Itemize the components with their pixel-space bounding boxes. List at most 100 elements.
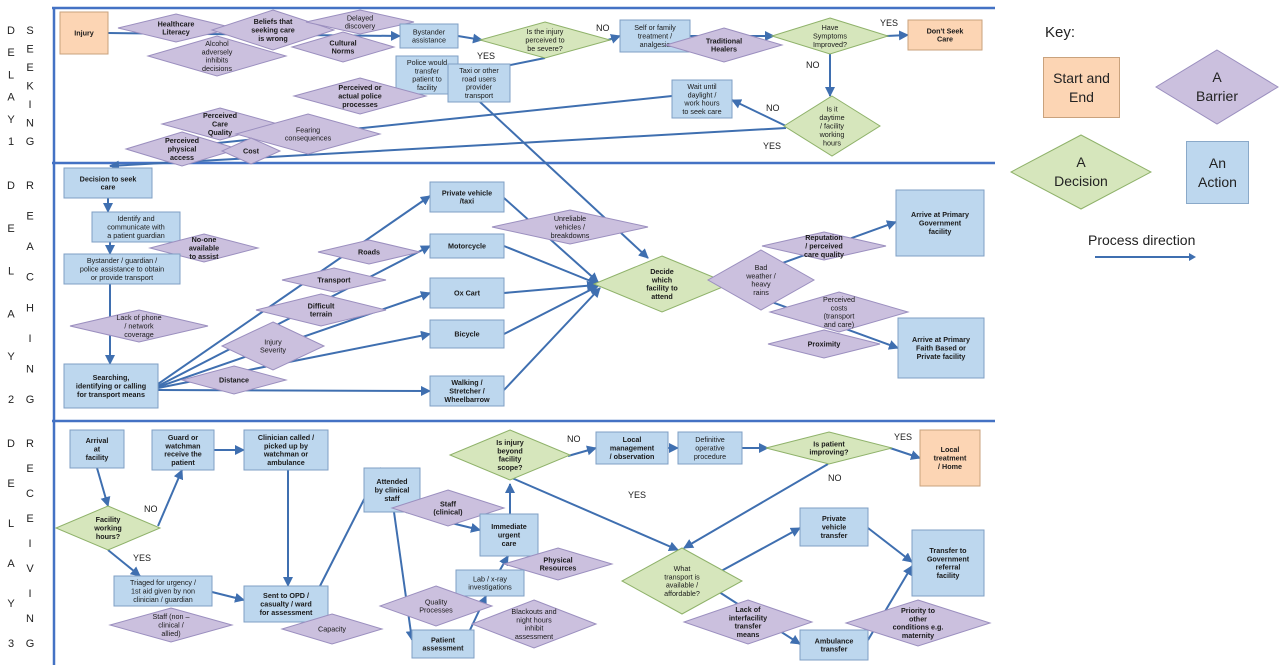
arrow-private_vehicle_taxi-to-decide_facility	[503, 197, 599, 283]
arrow-bystander_assistance-to-injury_severe	[457, 33, 483, 44]
node-walking: Walking /Stretcher /Wheelbarrow	[429, 375, 505, 407]
node-shape	[151, 429, 215, 471]
arrow-injury_severe-to-police_transfer	[455, 57, 546, 80]
lane-letter: N	[26, 118, 34, 130]
arrow-attended_clinical-to-patient_assessment	[393, 511, 416, 641]
arrow-searching-to-motorcycle	[157, 245, 431, 387]
lane-letter: 1	[8, 136, 14, 148]
lane-letter: G	[26, 136, 35, 148]
node-shape	[255, 293, 387, 327]
node-label: Proximity	[808, 340, 841, 349]
arrow-motorcycle-to-decide_facility	[503, 245, 599, 286]
node-shape	[765, 431, 893, 465]
node-label: Ox Cart	[454, 289, 481, 298]
arrow-symptoms_improved-to-dont_seek	[885, 30, 909, 41]
arrow-triaged-to-sent_opd	[211, 591, 245, 603]
node-label: Bystander / guardian /police assistance …	[80, 256, 164, 282]
arrow-injury_severe-to-self_family	[607, 34, 621, 44]
node-shape	[63, 363, 159, 409]
node-shape	[767, 329, 881, 359]
lane-letter: C	[26, 488, 34, 500]
node-bicycle: Bicycle	[429, 319, 505, 349]
edge-label-yes: YES	[133, 553, 151, 563]
key-start-end-label: Start and End	[1053, 69, 1110, 105]
arrow-injury_beyond-to-what_transport	[511, 477, 679, 552]
lane-letter: V	[26, 563, 34, 575]
lane-letter: L	[8, 266, 14, 278]
node-shape	[69, 309, 209, 343]
key-process-direction: Process direction	[1088, 232, 1196, 248]
node-shape	[897, 317, 985, 379]
edge-label-yes: YES	[894, 432, 912, 442]
node-shape	[63, 253, 181, 285]
edge-label-no: NO	[828, 473, 842, 483]
arrow-what_transport-to-ambulance_transfer	[715, 589, 801, 645]
node-staff-nonclinical: Staff (non –clinical /allied)	[108, 607, 234, 643]
node-shape	[664, 27, 784, 63]
lane-letter: Y	[7, 351, 15, 363]
node-ox-cart: Ox Cart	[429, 277, 505, 309]
node-shape	[399, 23, 459, 49]
lane-letter: I	[28, 538, 31, 550]
arrow-private_vehicle_transfer-to-transfer_referral	[867, 527, 913, 563]
lane-letter: A	[7, 92, 15, 104]
edge-label-no: NO	[806, 60, 820, 70]
lane-letter: I	[28, 588, 31, 600]
node-motorcycle: Motorcycle	[429, 233, 505, 259]
lane-letter: D	[7, 180, 15, 192]
node-injury: Injury	[59, 11, 109, 55]
node-shape	[448, 429, 572, 481]
node-shape	[799, 629, 869, 661]
arrow-patient_improving-to-local_treatment	[889, 447, 921, 460]
node-shape	[783, 95, 881, 157]
node-shape	[502, 547, 614, 581]
node-shape	[429, 181, 505, 213]
node-shape	[429, 319, 505, 349]
edge-label-yes: YES	[880, 18, 898, 28]
node-shape	[447, 63, 511, 103]
arrow-injury_beyond-to-local_management	[567, 445, 597, 457]
node-private-vehicle-taxi: Private vehicle/taxi	[429, 181, 505, 213]
node-label: Cost	[243, 147, 260, 156]
lane-letter: R	[26, 438, 34, 450]
arrow-searching-to-ox_cart	[157, 291, 431, 388]
node-shape	[108, 607, 234, 643]
node-shape	[91, 211, 181, 243]
arrow-ambulance_transfer-to-transfer_referral	[867, 565, 913, 641]
arrow-lab_xray-to-immediate_care	[499, 555, 509, 571]
node-shape	[619, 19, 691, 53]
node-label: Injury	[74, 29, 94, 38]
